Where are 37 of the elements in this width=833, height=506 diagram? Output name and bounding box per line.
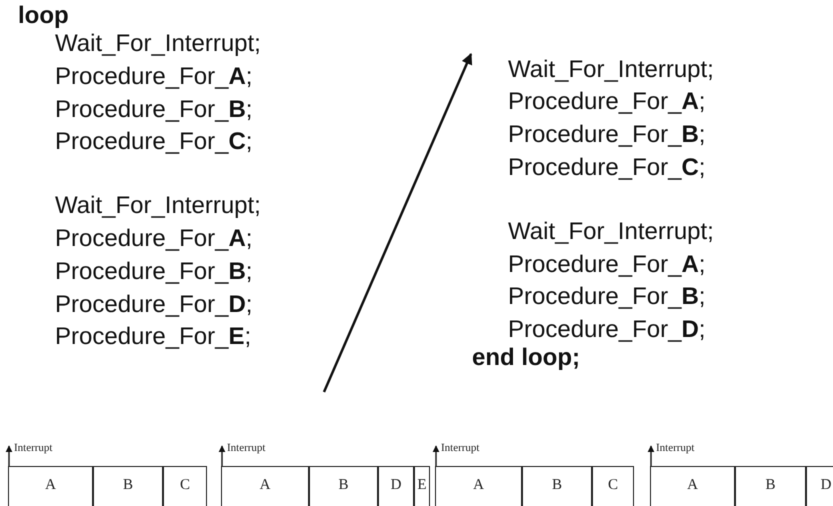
keyword-text: end loop; (472, 344, 580, 372)
timeline-cell: B (735, 466, 806, 506)
code-line: Wait_For_Interrupt; (55, 30, 261, 58)
interrupt-label: Interrupt (441, 442, 480, 454)
code-line: Procedure_For_B; (508, 121, 706, 149)
code-line: Wait_For_Interrupt; (508, 218, 714, 246)
timeline-cell: D (806, 466, 833, 506)
keyword-text: loop (18, 2, 69, 30)
code-line: Wait_For_Interrupt; (508, 56, 714, 84)
timeline-cell: E (414, 466, 430, 506)
code-line: Procedure_For_B; (508, 283, 706, 311)
timeline-cell: A (221, 466, 309, 506)
code-line: Wait_For_Interrupt; (55, 192, 261, 220)
timeline-cell: C (163, 466, 207, 506)
timeline-cell: C (592, 466, 634, 506)
interrupt-label: Interrupt (656, 442, 694, 454)
code-line: Procedure_For_A; (508, 251, 706, 279)
code-line: Procedure_For_B; (55, 258, 252, 286)
timeline-cell: B (309, 466, 378, 506)
timeline-cell: D (378, 466, 414, 506)
code-line: Procedure_For_E; (55, 323, 252, 351)
timeline-cell: B (522, 466, 592, 506)
code-line: Procedure_For_A; (55, 225, 252, 253)
code-line: Procedure_For_D; (55, 291, 252, 319)
timeline-cell: B (93, 466, 163, 506)
code-line: Procedure_For_B; (55, 96, 252, 124)
timeline-cell: A (435, 466, 522, 506)
interrupt-label: Interrupt (14, 442, 52, 454)
timeline-cell: A (650, 466, 735, 506)
interrupt-label: Interrupt (227, 442, 266, 454)
code-line: Procedure_For_C; (508, 154, 706, 182)
code-line: Procedure_For_A; (55, 63, 252, 91)
code-line: Procedure_For_C; (55, 128, 252, 156)
arrow (322, 52, 472, 392)
code-line: Procedure_For_D; (508, 316, 706, 344)
timeline-cell: A (8, 466, 93, 506)
code-line: Procedure_For_A; (508, 88, 706, 116)
